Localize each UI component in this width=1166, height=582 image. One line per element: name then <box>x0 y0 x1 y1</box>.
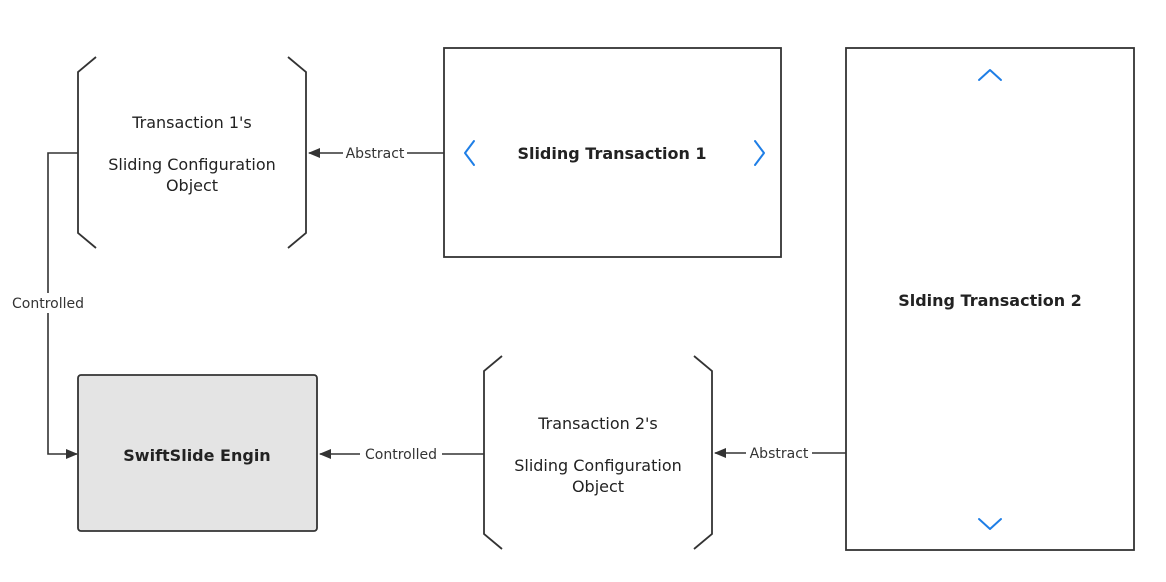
sliding-transaction-1-title: Sliding Transaction 1 <box>517 144 706 163</box>
config-1-line-2: Sliding Configuration <box>108 155 276 174</box>
engine-title: SwiftSlide Engin <box>123 446 270 465</box>
sliding-transaction-1: Sliding Transaction 1 <box>443 47 782 258</box>
left-brace <box>483 355 503 550</box>
chevron-left-icon[interactable] <box>464 140 475 166</box>
swiftslide-engine: SwiftSlide Engin <box>77 374 318 532</box>
config-1-line-3: Object <box>166 176 218 195</box>
edge-label-abstract-2: Abstract <box>750 446 809 462</box>
config-1-line-1: Transaction 1's <box>131 113 252 132</box>
config-2-line-1: Transaction 2's <box>537 414 658 433</box>
right-brace <box>287 56 307 249</box>
config-2-line-3: Object <box>572 477 624 496</box>
edge-abstract-1: Abstract <box>308 143 444 163</box>
edge-label-controlled-left: Controlled <box>12 296 84 312</box>
config-object-2: Transaction 2's Sliding Configuration Ob… <box>483 355 713 550</box>
right-brace <box>693 355 713 550</box>
chevron-down-icon[interactable] <box>978 518 1002 530</box>
edge-controlled-left: Controlled <box>8 152 88 459</box>
sliding-transaction-2: Slding Transaction 2 <box>845 47 1135 551</box>
config-2-line-2: Sliding Configuration <box>514 456 682 475</box>
edge-label-abstract-1: Abstract <box>346 146 405 162</box>
edge-abstract-2: Abstract <box>714 443 846 463</box>
sliding-transaction-2-title: Slding Transaction 2 <box>898 291 1082 310</box>
chevron-right-icon[interactable] <box>754 140 765 166</box>
edge-label-controlled-bottom: Controlled <box>365 447 437 463</box>
left-brace <box>77 56 97 249</box>
chevron-up-icon[interactable] <box>978 69 1002 81</box>
config-object-1: Transaction 1's Sliding Configuration Ob… <box>77 56 307 249</box>
edge-controlled-bottom: Controlled <box>319 444 484 464</box>
